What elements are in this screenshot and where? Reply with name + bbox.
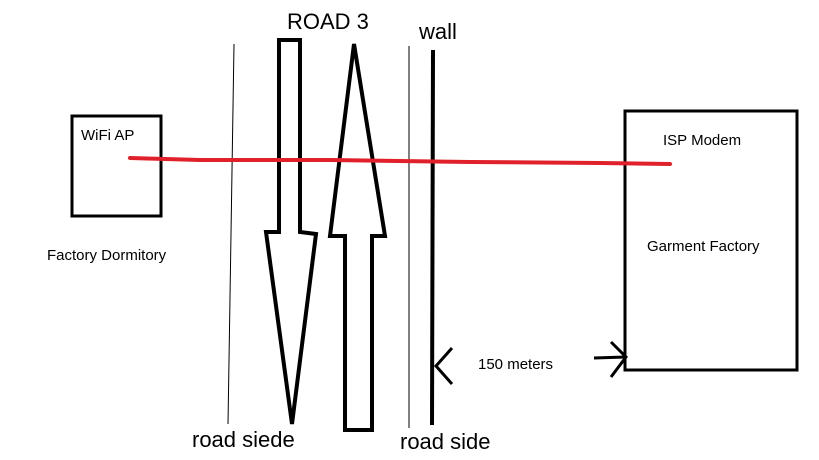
wifi-ap-label: WiFi AP (81, 127, 135, 144)
dormitory-box (70, 114, 163, 218)
dormitory-label: Factory Dormitory (47, 247, 167, 264)
distance-arrow-tail (593, 355, 627, 360)
factory-box (623, 109, 799, 372)
road-side-line-left (227, 43, 235, 425)
wall-label: wall (419, 19, 457, 44)
road-title: ROAD 3 (287, 9, 369, 34)
road-arrow-up (327, 43, 388, 432)
distance-label: 150 meters (478, 356, 554, 373)
road-side-right-label: road side (400, 429, 491, 454)
road-side-left-label: road siede (192, 427, 295, 452)
distance-arrowhead-left (433, 347, 454, 385)
wall-line (430, 49, 435, 426)
factory-label: Garment Factory (647, 238, 760, 255)
wifi-link-line (128, 156, 672, 166)
isp-modem-label: ISP Modem (663, 132, 742, 149)
road-arrow-down (263, 38, 319, 425)
